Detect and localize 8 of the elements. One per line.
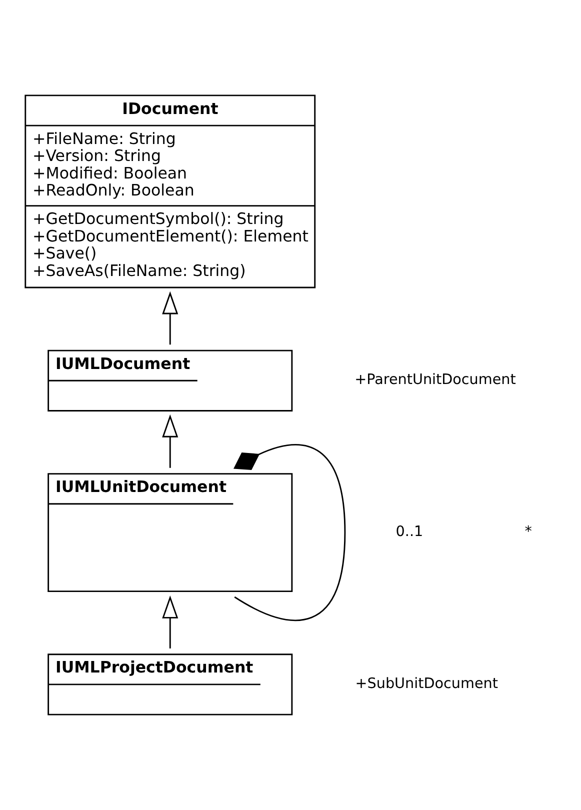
label: * <box>524 524 532 540</box>
connector <box>233 444 346 621</box>
arrow <box>162 291 178 345</box>
label: +ParentUnitDocument <box>354 372 516 388</box>
arrow <box>162 414 178 468</box>
label: 0..1 <box>396 524 424 540</box>
arrow <box>162 595 178 648</box>
label: +SubUnitDocument <box>355 676 498 692</box>
